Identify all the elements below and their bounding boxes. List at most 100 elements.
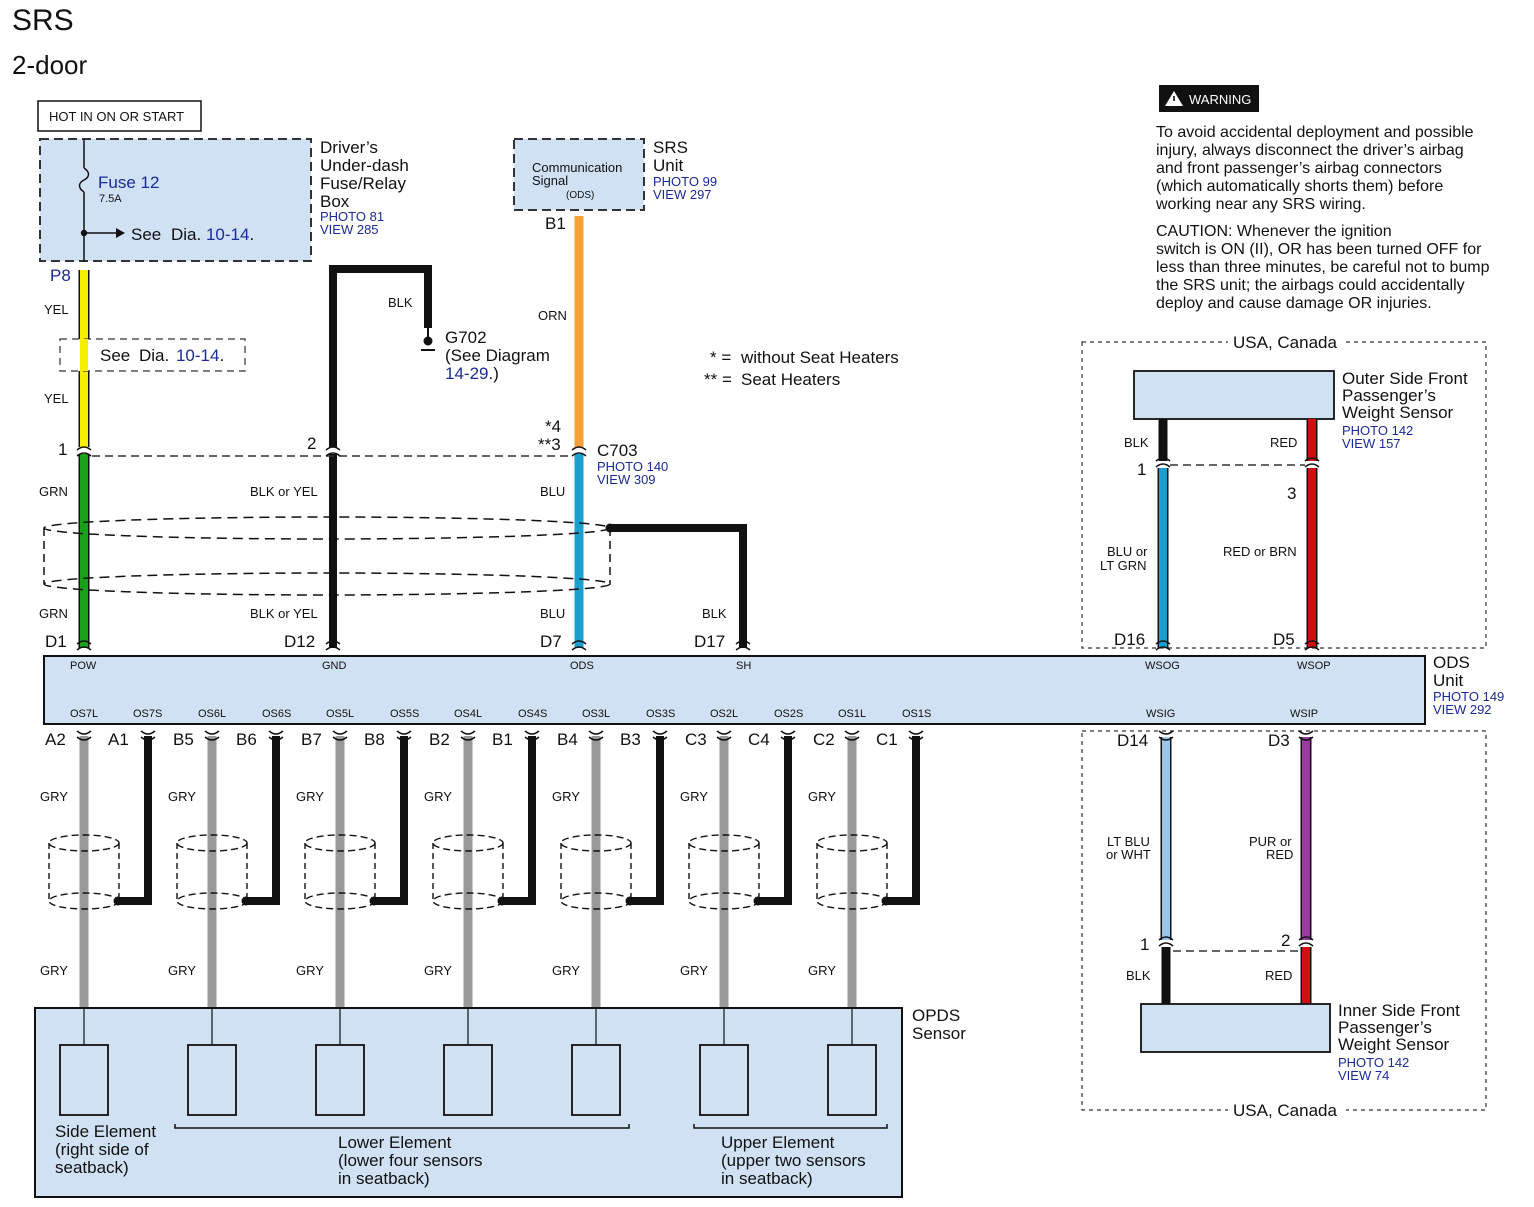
shield-drain-dot <box>113 896 123 906</box>
ods-bottom-mark-wsip <box>1298 730 1314 741</box>
ods-unit-photo: PHOTO 149 <box>1433 689 1504 704</box>
ods-pin-label: OS5S <box>390 708 419 720</box>
ods-pin-label: OS2L <box>710 708 738 720</box>
connector-mark <box>76 730 92 741</box>
sensor-element <box>827 1044 877 1116</box>
connector-mark <box>268 730 284 741</box>
warning-text: To avoid accidental deployment and possi… <box>1155 124 1478 213</box>
connector-mark <box>140 730 156 741</box>
wire-label-gry: GRY <box>296 789 324 804</box>
lower-element-bracket <box>174 1124 630 1129</box>
pin-d16-label: D16 <box>1114 630 1145 649</box>
pin-b1-label: B1 <box>545 214 566 233</box>
shield-drain-dot <box>625 896 635 906</box>
caution-text: CAUTION: Whenever the ignition switch is… <box>1156 223 1494 312</box>
pin-d7-label: D7 <box>540 632 562 651</box>
shield-drain-dot <box>881 896 891 906</box>
wire-label-blk-or-yel-1: BLK or YEL <box>250 484 318 499</box>
inner-weight-sensor-box <box>1140 1003 1331 1053</box>
lower-element-label: Lower Element (lower four sensors in sea… <box>338 1133 487 1188</box>
wire-label-ltblu-2: or WHT <box>1106 847 1151 862</box>
pin-1-label: 1 <box>58 440 67 459</box>
wire-label-blk-ground: BLK <box>388 295 413 310</box>
ods-pin-label: OS4S <box>518 708 547 720</box>
sensor-element <box>699 1044 749 1116</box>
ods-label-wsig: WSIG <box>1146 708 1175 720</box>
outer-region-label-bg <box>1228 333 1346 351</box>
wire-blk-drain <box>886 736 920 905</box>
wire-label-blu-or-ltgrn-1: BLU or <box>1107 544 1148 559</box>
connector-mark <box>332 730 348 741</box>
ods-pin-label: OS1L <box>838 708 866 720</box>
connector-mark <box>460 730 476 741</box>
ods-label-wsog: WSOG <box>1145 660 1180 672</box>
connector-mark-1 <box>76 446 92 457</box>
sensor-pin-label: B6 <box>236 730 257 749</box>
wire-label-inner-blk: BLK <box>1126 968 1151 983</box>
wire-label-ltblu-1: LT BLU <box>1107 834 1150 849</box>
ods-pin-label: OS2S <box>774 708 803 720</box>
c703-pin-a: *4 <box>545 417 561 436</box>
ods-label-wsop: WSOP <box>1297 660 1331 672</box>
c703-view: VIEW 309 <box>597 472 656 487</box>
outer-sensor-photo: PHOTO 142 <box>1342 423 1413 438</box>
ground-see-ref: 14-29.) <box>445 364 499 383</box>
inner-sensor-photo: PHOTO 142 <box>1338 1055 1409 1070</box>
inner-sensor-view: VIEW 74 <box>1338 1068 1389 1083</box>
ods-pin-label: OS4L <box>454 708 482 720</box>
wire-label-gry: GRY <box>40 963 68 978</box>
wire-label-yel-1: YEL <box>44 302 69 317</box>
sensor-element <box>571 1044 621 1116</box>
c703-name: C703 <box>597 441 638 460</box>
wire-label-gry: GRY <box>552 963 580 978</box>
wire-label-gry: GRY <box>424 963 452 978</box>
inner-region-label-bg <box>1228 1101 1346 1119</box>
srs-signal-label-1: Communication <box>532 160 622 175</box>
ground-icon <box>423 336 433 346</box>
sensor-element <box>443 1044 493 1116</box>
fuse-name: Fuse 12 <box>98 173 159 192</box>
shield-ellipse-bottom <box>43 572 611 596</box>
wire-label-gry: GRY <box>168 789 196 804</box>
connector-mark-3 <box>571 446 587 457</box>
shield-ellipse-top <box>43 516 611 540</box>
sensor-pin-label: B5 <box>173 730 194 749</box>
ods-pin-label: OS3S <box>646 708 675 720</box>
pin-d17-label: D17 <box>694 632 725 651</box>
outer-region-label: USA, Canada <box>1233 333 1337 352</box>
wire-label-gry: GRY <box>296 963 324 978</box>
pin-d5-label: D5 <box>1273 630 1295 649</box>
pin-d3-label: D3 <box>1268 731 1290 750</box>
wire-label-gry: GRY <box>168 963 196 978</box>
sensor-pin-label: B3 <box>620 730 641 749</box>
page-title: SRS <box>12 4 74 37</box>
sensor-pin-label: C2 <box>813 730 835 749</box>
outer-pin-1: 1 <box>1137 460 1146 479</box>
legend-key-1: * = <box>710 348 731 367</box>
ods-pin-label: OS6S <box>262 708 291 720</box>
ground-name: G702 <box>445 328 487 347</box>
sensor-element <box>315 1044 365 1116</box>
wire-blk-drain <box>246 736 280 905</box>
outer-weight-sensor-box <box>1133 370 1335 420</box>
wire-blk-drain <box>502 736 536 905</box>
opds-sensor-name: OPDS Sensor <box>912 1006 966 1043</box>
connector-mark <box>908 730 924 741</box>
wire-blk-shield <box>610 524 747 648</box>
outer-connector-mark-1 <box>1155 457 1171 468</box>
wire-label-gry: GRY <box>808 963 836 978</box>
wire-label-gry: GRY <box>40 789 68 804</box>
fuse-see-text: See Dia. 10-14. <box>131 225 254 244</box>
srs-signal-label-2: Signal <box>532 173 568 188</box>
wire-blk-drain <box>374 736 408 905</box>
wire-label-yel-2: YEL <box>44 391 69 406</box>
outer-sensor-name: Outer Side Front Passenger’s Weight Sens… <box>1342 369 1472 422</box>
c703-pin-b: **3 <box>538 435 561 454</box>
srs-unit-photo: PHOTO 99 <box>653 174 717 189</box>
wire-label-blu-2: BLU <box>540 606 565 621</box>
opds-sensor-elements <box>59 1008 877 1116</box>
